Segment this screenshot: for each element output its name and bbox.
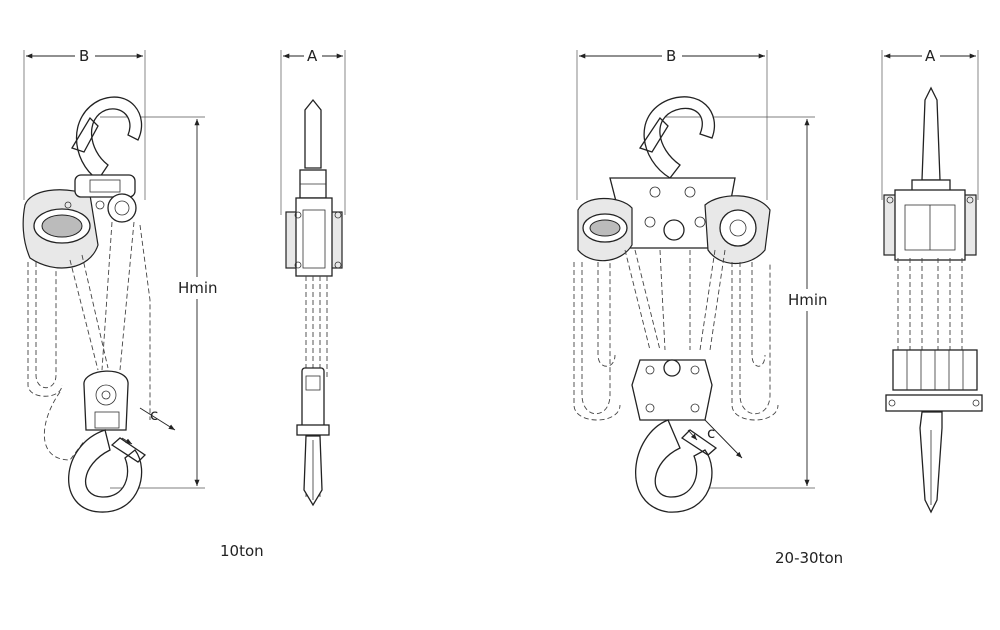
dimension-a-label: A <box>925 47 936 65</box>
dimension-hmin-label: Hmin <box>788 291 828 309</box>
dimension-a-label: A <box>307 47 318 65</box>
dimension-b-10ton: B <box>23 46 146 200</box>
dimension-a-10ton: A <box>280 46 346 215</box>
dimension-c-20-30ton: c <box>687 419 743 459</box>
dimension-b-label: B <box>79 47 89 65</box>
dimension-a-20-30ton: A <box>881 46 979 200</box>
dimension-hmin-label: Hmin <box>178 279 218 297</box>
hoist-20-30ton-front-view: B Hmin <box>573 46 830 513</box>
caption-left-model: 10ton <box>220 542 264 560</box>
hoist-20-30ton-side-view: A <box>881 46 983 514</box>
dimension-hmin-10ton: Hmin <box>100 116 218 489</box>
dimension-c-label: c <box>707 424 715 442</box>
dimension-c-10ton: c <box>121 406 176 445</box>
hoist-10ton-side-view: A <box>280 46 346 507</box>
dimension-c-label: c <box>150 406 158 424</box>
hoist-10ton-front-view: B Hmin <box>22 46 218 513</box>
caption-right-model: 20-30ton <box>775 549 843 567</box>
dimension-hmin-20-30ton: Hmin <box>650 116 830 489</box>
dimension-b-20-30ton: B <box>576 46 768 200</box>
dimension-b-label: B <box>666 47 676 65</box>
